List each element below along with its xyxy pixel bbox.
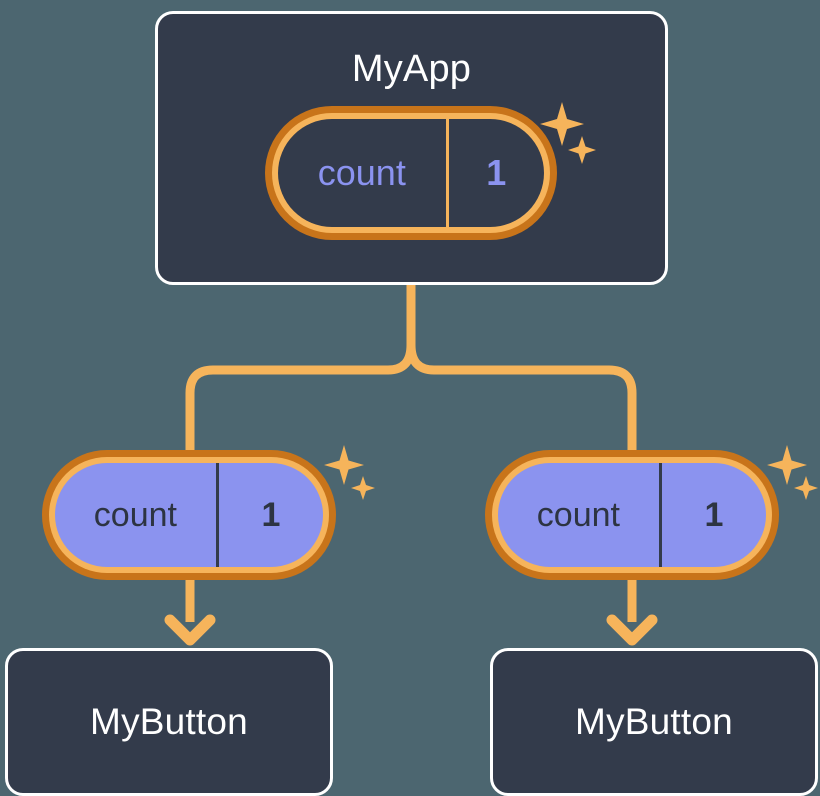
- state-key-label: count: [317, 152, 406, 193]
- wire-branch-left: [185, 344, 416, 452]
- diagram-canvas: MyApp count 1 count 1: [5, 11, 818, 796]
- button-component-box-right[interactable]: MyButton: [490, 648, 818, 796]
- state-value-label: 1: [445, 119, 544, 227]
- wire-branch-right: [406, 344, 637, 452]
- state-pill-right[interactable]: count 1: [485, 450, 779, 580]
- state-value-label: 1: [658, 463, 766, 567]
- state-pill-left[interactable]: count 1: [42, 450, 336, 580]
- state-pill-ring: count 1: [49, 457, 329, 573]
- state-pill-body: count 1: [498, 463, 766, 567]
- arrow-down-icon-left: [164, 614, 216, 646]
- state-pill-body: count 1: [278, 119, 544, 227]
- button-component-box-left[interactable]: MyButton: [5, 648, 333, 796]
- button-title-left: MyButton: [90, 701, 248, 742]
- state-pill-ring: count 1: [272, 113, 550, 233]
- button-title-right: MyButton: [575, 701, 733, 742]
- state-pill-body: count 1: [55, 463, 323, 567]
- arrow-down-icon-right: [606, 614, 658, 646]
- state-key-label: count: [536, 495, 620, 534]
- state-pill-ring: count 1: [492, 457, 772, 573]
- page-title: MyApp: [351, 48, 472, 90]
- state-value-label: 1: [215, 463, 323, 567]
- state-pill-app[interactable]: count 1: [265, 106, 557, 240]
- state-key-label: count: [93, 495, 177, 534]
